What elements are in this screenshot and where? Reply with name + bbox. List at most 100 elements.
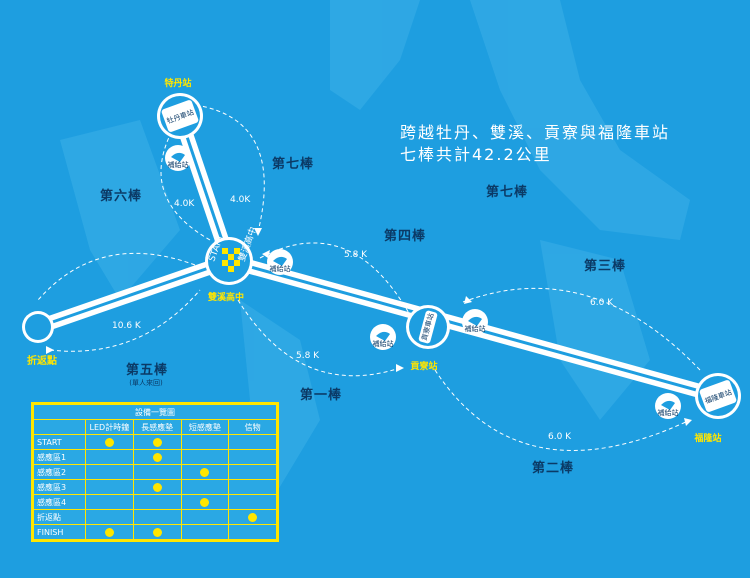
equipment-cell: [180, 524, 230, 540]
leg2-arc: [434, 369, 691, 451]
equipment-corner: [33, 419, 86, 435]
leg1-label: 第一棒: [300, 387, 342, 403]
equipment-cell: [85, 434, 134, 450]
turnaround-label: 折返點: [27, 354, 57, 367]
equipment-row-label: 感應區2: [33, 464, 86, 480]
equipment-cell: [228, 494, 277, 510]
equipment-cell: [228, 479, 277, 495]
equipment-cell: [180, 494, 230, 510]
water-label-3: 補給站: [373, 339, 394, 348]
distance-leg2: 6.0 K: [548, 432, 572, 442]
equipment-cell: [85, 494, 134, 510]
equipment-present-dot: [104, 527, 114, 537]
equipment-column-header: 長感應墊: [132, 419, 182, 435]
equipment-column-header: LED計時鐘: [85, 419, 134, 435]
equipment-row-label: 感應區1: [33, 449, 86, 465]
equipment-cell: [228, 464, 277, 480]
equipment-row: START: [33, 434, 277, 450]
distance-leg4: 5.8 K: [344, 250, 368, 260]
water-icon-3: 補給站: [370, 324, 396, 350]
equipment-cell: [180, 434, 230, 450]
leg5-arc-back: [49, 289, 201, 352]
leg5-note: (單人來回): [129, 379, 163, 387]
equipment-present-dot: [152, 527, 162, 537]
equipment-title: 設備一覽圖: [33, 404, 277, 420]
leg4-label: 第四棒: [384, 228, 426, 244]
equipment-cell: [180, 449, 230, 465]
leg-labels: 第七棒 第七棒 第六棒 第四棒 第三棒 第五棒 (單人來回) 第一棒 第二棒: [100, 156, 626, 476]
equipment-row: 感應區1: [33, 449, 277, 465]
equipment-cell: [228, 524, 277, 540]
equipment-cell: [132, 524, 182, 540]
station-label-fulong: 福隆站: [693, 432, 721, 444]
equipment-cell: [85, 479, 134, 495]
equipment-cell: [180, 464, 230, 480]
arc-arrowheads: [46, 228, 692, 426]
headline-line-2: 七棒共計42.2公里: [400, 145, 552, 164]
distance-leg7: 4.0K: [230, 195, 251, 205]
equipment-present-dot: [200, 467, 210, 477]
equipment-present-dot: [248, 512, 258, 522]
equipment-cell: [85, 509, 134, 525]
distance-leg1: 5.8 K: [296, 351, 320, 361]
leg1-arc: [237, 299, 401, 377]
station-fulong[interactable]: 福隆車站: [695, 373, 741, 419]
turnaround-point[interactable]: [22, 311, 54, 343]
equipment-cell: [228, 449, 277, 465]
leg4-arc: [259, 242, 411, 316]
station-gongliao[interactable]: 貢寮車站: [406, 305, 450, 349]
equipment-cell: [132, 509, 182, 525]
leg3-arc: [462, 287, 701, 371]
leg2-label: 第二棒: [532, 460, 574, 476]
equipment-cell: [228, 434, 277, 450]
leg6-label: 第六棒: [100, 188, 142, 204]
distance-leg6: 4.0K: [174, 199, 195, 209]
distance-leg5: 10.6 K: [112, 321, 142, 331]
equipment-present-dot: [104, 437, 114, 447]
water-stations: 補給站 補給站 補給站 補給站 補給站: [165, 145, 681, 419]
equipment-row: FINISH: [33, 524, 277, 540]
equipment-cell: [180, 479, 230, 495]
equipment-present-dot: [152, 482, 162, 492]
leg5-label: 第五棒: [126, 362, 168, 378]
water-label-4: 補給站: [465, 324, 486, 333]
water-label-2: 補給站: [270, 264, 291, 273]
leg3-label: 第三棒: [584, 258, 626, 274]
equipment-row: 感應區4: [33, 494, 277, 510]
equipment-row: 感應區3: [33, 479, 277, 495]
distance-leg3: 6.0 K: [590, 298, 614, 308]
equipment-column-header: 短感應墊: [180, 419, 230, 435]
distance-labels: 4.0K 4.0K 5.8 K 6.0 K 10.6 K 5.8 K 6.0 K: [112, 195, 614, 442]
equipment-present-dot: [200, 497, 210, 507]
station-mudan[interactable]: 牡丹車站: [157, 93, 203, 139]
equipment-cell: [132, 479, 182, 495]
station-label-gongliao: 貢寮站: [410, 360, 437, 372]
equipment-row-label: 感應區4: [33, 494, 86, 510]
leg7-label: 第七棒: [272, 156, 314, 172]
equipment-row: 感應區2: [33, 464, 277, 480]
leg7-alt-label: 第七棒: [486, 184, 528, 200]
water-icon-5: 補給站: [655, 393, 681, 419]
equipment-row-label: FINISH: [33, 524, 86, 540]
equipment-header-row: LED計時鐘長感應墊短感應墊信物: [33, 419, 277, 435]
equipment-cell: [132, 434, 182, 450]
equipment-cell: [85, 464, 134, 480]
station-label-shuangxi: 雙溪高中: [208, 291, 244, 303]
water-icon-1: 補給站: [165, 145, 191, 171]
station-label-mudan: 特丹站: [164, 77, 191, 89]
equipment-cell: [132, 449, 182, 465]
water-icon-2: 補給站: [267, 249, 293, 275]
equipment-cell: [132, 464, 182, 480]
equipment-cell: [85, 449, 134, 465]
headline-line-1: 跨越牡丹、雙溪、貢寮與福隆車站: [400, 123, 671, 142]
equipment-cell: [85, 524, 134, 540]
leg6-arc: [160, 134, 211, 241]
leg5-arc-out: [37, 252, 196, 301]
equipment-present-dot: [152, 452, 162, 462]
equipment-row-label: 感應區3: [33, 479, 86, 495]
water-icon-4: 補給站: [462, 309, 488, 335]
water-label-5: 補給站: [658, 408, 679, 417]
